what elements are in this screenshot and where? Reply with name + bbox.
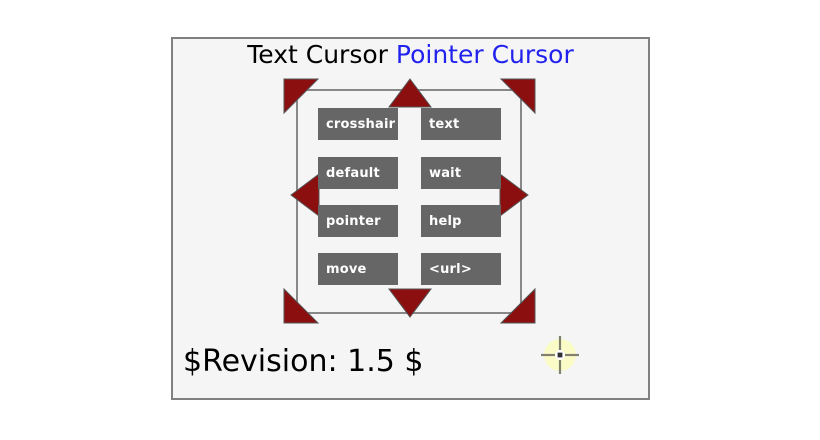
cursor-button-default[interactable]: default (318, 157, 398, 189)
cursor-button-move[interactable]: move (318, 253, 398, 285)
page-title: Text Cursor Pointer Cursor (171, 40, 650, 70)
cursor-button-help[interactable]: help (421, 205, 501, 237)
revision-label: $Revision: 1.5 $ (183, 344, 424, 379)
crosshair-cursor-icon (541, 336, 579, 374)
cursor-button-text[interactable]: text (421, 108, 501, 140)
arrow-edge-right[interactable] (499, 173, 529, 217)
page-title-pointer-cursor: Pointer Cursor (395, 40, 574, 69)
cursor-button-wait[interactable]: wait (421, 157, 501, 189)
arrow-corner-top-left[interactable] (283, 78, 320, 115)
arrow-edge-left[interactable] (290, 173, 320, 217)
cursor-button-crosshair[interactable]: crosshair (318, 108, 398, 140)
cursor-button-url[interactable]: <url> (421, 253, 501, 285)
cursor-button-pointer[interactable]: pointer (318, 205, 398, 237)
arrow-edge-top[interactable] (388, 78, 432, 108)
arrow-corner-top-right[interactable] (499, 78, 536, 115)
arrow-corner-bottom-left[interactable] (283, 287, 320, 324)
page-title-text-cursor: Text Cursor (247, 40, 388, 69)
arrow-corner-bottom-right[interactable] (499, 287, 536, 324)
arrow-edge-bottom[interactable] (388, 288, 432, 318)
